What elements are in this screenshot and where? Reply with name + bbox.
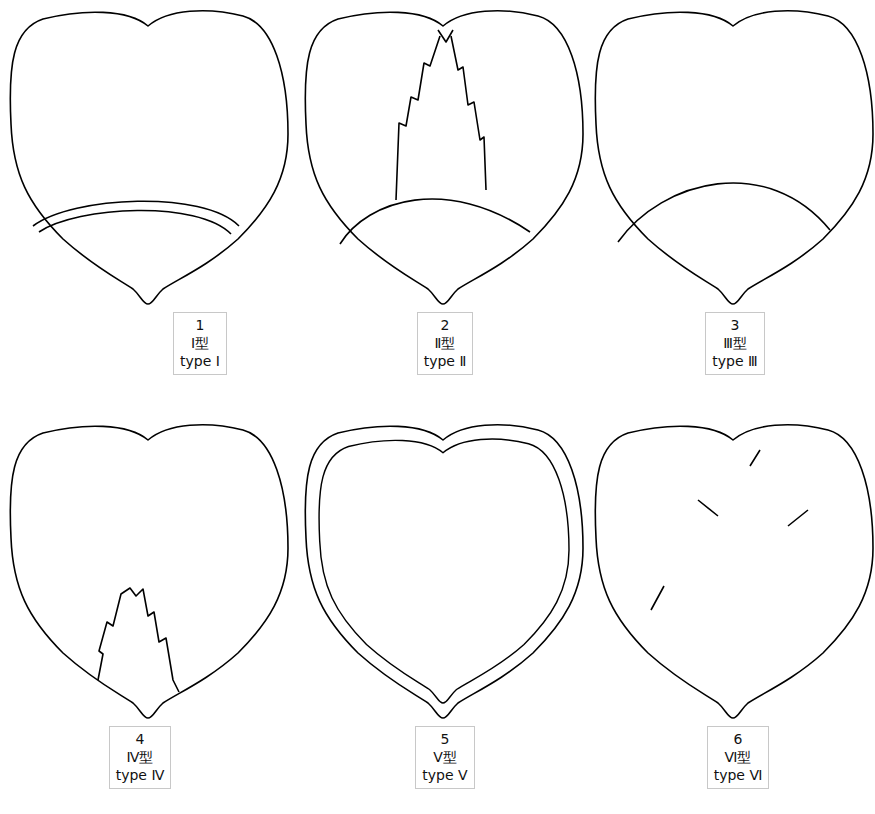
petal-type-2	[305, 11, 583, 304]
type-label: type Ⅰ	[180, 352, 220, 370]
type-label: Ⅴ型	[422, 748, 467, 766]
petal-type-1	[10, 11, 288, 304]
type-label: type Ⅳ	[116, 766, 165, 784]
petal-type-6	[595, 425, 873, 718]
figure-number: 4	[116, 730, 165, 748]
type-label-box: 6Ⅵ型type Ⅵ	[707, 726, 770, 789]
type-label-box: 4Ⅳ型type Ⅳ	[109, 726, 172, 789]
petal-type-3	[595, 11, 873, 304]
type-label: type Ⅱ	[424, 352, 467, 370]
type-label: type Ⅵ	[714, 766, 763, 784]
figure-number: 1	[180, 316, 220, 334]
figure-number: 2	[424, 316, 467, 334]
type-label: Ⅰ型	[180, 334, 220, 352]
type-label-box: 2Ⅱ型type Ⅱ	[417, 312, 474, 375]
petal-type-4	[10, 425, 288, 718]
figure-number: 6	[714, 730, 763, 748]
type-label-box: 1Ⅰ型type Ⅰ	[173, 312, 227, 375]
type-label: Ⅳ型	[116, 748, 165, 766]
figure-number: 3	[712, 316, 757, 334]
type-label: Ⅱ型	[424, 334, 467, 352]
type-label: Ⅵ型	[714, 748, 763, 766]
figure-number: 5	[422, 730, 467, 748]
type-label: Ⅲ型	[712, 334, 757, 352]
petal-type-5	[305, 425, 583, 718]
type-label-box: 5Ⅴ型type Ⅴ	[415, 726, 474, 789]
type-label: type Ⅲ	[712, 352, 757, 370]
type-label: type Ⅴ	[422, 766, 467, 784]
type-label-box: 3Ⅲ型type Ⅲ	[705, 312, 764, 375]
